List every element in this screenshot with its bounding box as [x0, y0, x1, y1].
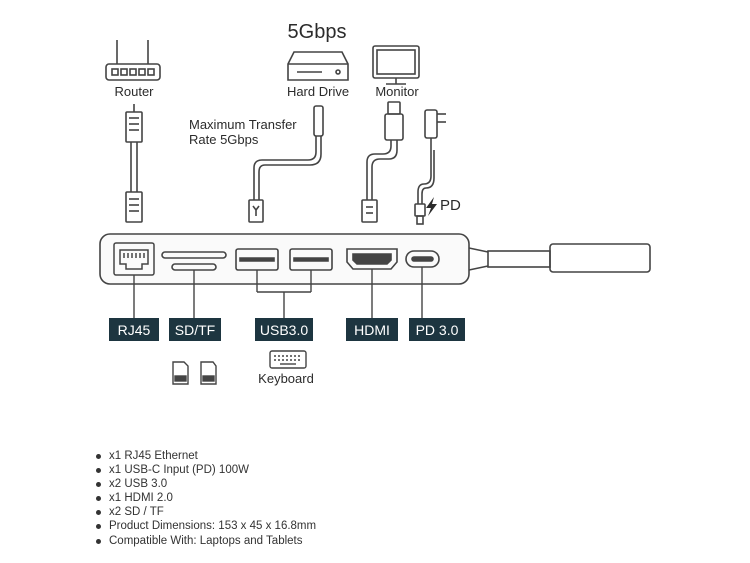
- lightning-icon: [426, 197, 437, 216]
- spec-list: x1 RJ45 Ethernet x1 USB-C Input (PD) 100…: [94, 449, 316, 548]
- svg-text:SD/TF: SD/TF: [175, 322, 215, 338]
- router-icon: [105, 40, 161, 81]
- monitor-label: Monitor: [375, 84, 419, 99]
- svg-text:PD 3.0: PD 3.0: [416, 322, 459, 338]
- monitor-icon: [372, 45, 420, 85]
- sd-card-icon: [172, 361, 217, 385]
- spec-item: x1 HDMI 2.0: [94, 491, 316, 505]
- spec-item: x2 SD / TF: [94, 505, 316, 519]
- port-label-rj45: RJ45: [109, 318, 159, 341]
- spec-item: x2 USB 3.0: [94, 477, 316, 491]
- port-label-hdmi: HDMI: [346, 318, 398, 341]
- usb-cable: [248, 105, 324, 223]
- speed-title: 5Gbps: [288, 21, 347, 43]
- hard-drive-label: Hard Drive: [287, 84, 349, 99]
- hdmi-port: [346, 248, 398, 270]
- spec-item: x1 USB-C Input (PD) 100W: [94, 463, 316, 477]
- power-cable: [414, 109, 446, 225]
- svg-text:HDMI: HDMI: [354, 322, 390, 338]
- spec-item: Product Dimensions: 153 x 45 x 16.8mm: [94, 519, 316, 533]
- pd-annotation: PD: [440, 197, 461, 214]
- hdmi-cable: [361, 101, 404, 223]
- svg-text:RJ45: RJ45: [118, 322, 151, 338]
- callout-lines: [133, 267, 423, 318]
- port-label-usb: USB3.0: [255, 318, 313, 341]
- hub-body: [99, 233, 651, 285]
- port-label-sdtf: SD/TF: [169, 318, 221, 341]
- transfer-rate-line2: Rate 5Gbps: [189, 132, 259, 147]
- router-label: Router: [114, 84, 154, 99]
- transfer-rate-line1: Maximum Transfer: [189, 117, 297, 132]
- ethernet-cable: [125, 104, 143, 223]
- keyboard-label: Keyboard: [258, 371, 314, 386]
- spec-item: x1 RJ45 Ethernet: [94, 449, 316, 463]
- spec-item: Compatible With: Laptops and Tablets: [94, 534, 316, 548]
- port-label-pd: PD 3.0: [409, 318, 465, 341]
- hard-drive-icon: [287, 51, 349, 81]
- keyboard-icon: [269, 350, 307, 369]
- svg-text:USB3.0: USB3.0: [260, 322, 308, 338]
